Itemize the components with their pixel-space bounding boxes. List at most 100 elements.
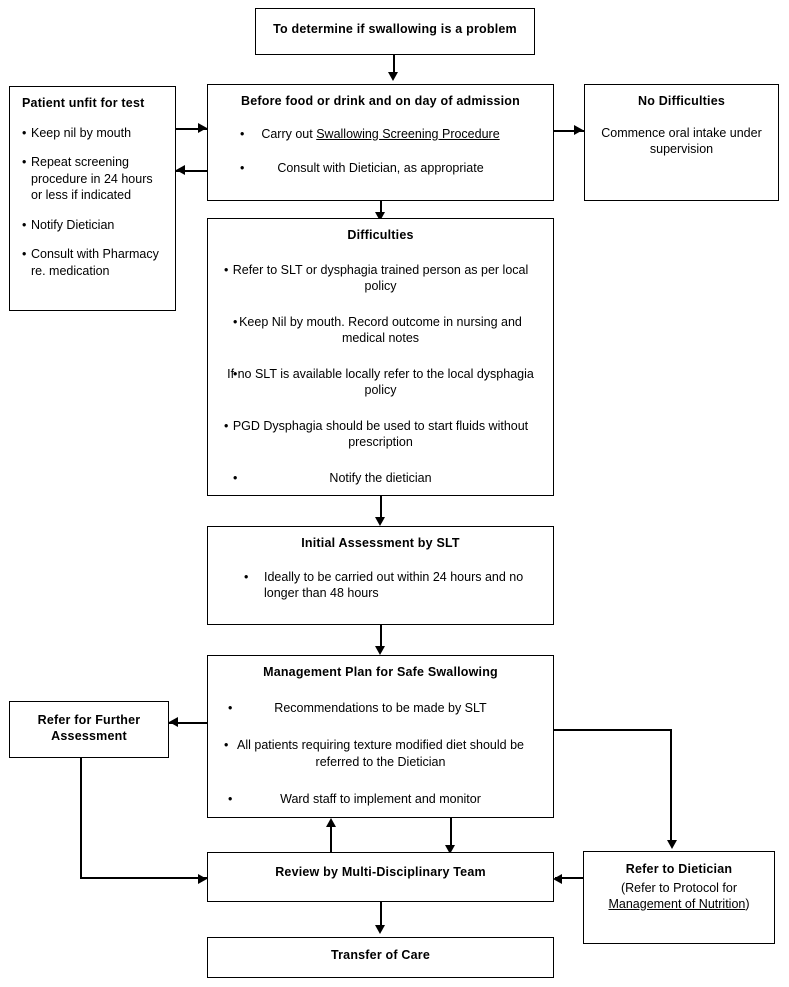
node-before-food-bullets: • Carry out Swallowing Screening Procedu…	[224, 126, 537, 177]
list-item-label: Refer to SLT or dysphagia trained person…	[232, 262, 529, 294]
list-item: • Refer to SLT or dysphagia trained pers…	[220, 262, 541, 295]
arrowhead-review-to-management-plan	[326, 818, 336, 827]
list-item-label: If no SLT is available locally refer to …	[227, 366, 534, 398]
node-initial-assessment-bullets: • Ideally to be carried out within 24 ho…	[236, 569, 525, 602]
node-difficulties-title: Difficulties	[347, 228, 414, 242]
arrowhead-difficulties-to-initial-assessment	[375, 517, 386, 526]
list-item-label: PGD Dysphagia should be used to start fl…	[232, 418, 529, 450]
arrowhead-before-food-to-no-difficulties	[574, 125, 583, 136]
node-patient-unfit-bullets: • Keep nil by mouth • Repeat screening p…	[22, 125, 163, 280]
connector-before-food-to-unfit	[176, 170, 208, 172]
list-item-label: Ward staff to implement and monitor	[280, 792, 481, 807]
bullet-icon: •	[224, 418, 229, 433]
node-before-food[interactable]: Before food or drink and on day of admis…	[207, 84, 554, 201]
bullet-icon: •	[240, 161, 245, 176]
node-refer-further-assessment-title: Refer for Further Assessment	[37, 713, 141, 743]
node-no-difficulties[interactable]: No Difficulties Commence oral intake und…	[584, 84, 779, 201]
node-transfer-of-care-title: Transfer of Care	[330, 948, 431, 962]
connector-refer-further-to-review-vertical	[80, 758, 82, 879]
bullet-icon: •	[233, 366, 238, 381]
node-difficulties-bullets: • Refer to SLT or dysphagia trained pers…	[220, 262, 541, 487]
node-refer-dietician[interactable]: Refer to Dietician (Refer to Protocol fo…	[583, 851, 775, 944]
node-refer-further-assessment[interactable]: Refer for Further Assessment	[9, 701, 169, 758]
node-difficulties[interactable]: Difficulties • Refer to SLT or dysphagia…	[207, 218, 554, 496]
list-item: • Notify the dietician	[220, 470, 541, 487]
list-item: • Carry out Swallowing Screening Procedu…	[224, 126, 537, 143]
arrowhead-before-food-to-unfit	[176, 165, 185, 176]
list-item-label: Consult with Pharmacy re. medication	[31, 247, 159, 278]
connector-refer-further-to-review-horizontal	[80, 877, 208, 879]
node-refer-dietician-link-row: Management of Nutrition)	[592, 896, 766, 912]
list-item-label: Repeat screening procedure in 24 hours o…	[31, 155, 153, 203]
node-management-plan[interactable]: Management Plan for Safe Swallowing • Re…	[207, 655, 554, 818]
node-patient-unfit[interactable]: Patient unfit for test • Keep nil by mou…	[9, 86, 176, 311]
arrowhead-before-food-to-difficulties	[375, 212, 386, 221]
connector-before-food-to-no-difficulties	[554, 130, 584, 132]
node-management-plan-title: Management Plan for Safe Swallowing	[263, 665, 498, 679]
bullet-icon: •	[244, 569, 249, 584]
list-item: • Ideally to be carried out within 24 ho…	[236, 569, 525, 602]
node-start[interactable]: To determine if swallowing is a problem	[255, 8, 535, 55]
list-item-label: Notify Dietician	[31, 217, 115, 232]
connector-unfit-to-before-food	[176, 128, 208, 130]
connector-before-food-to-difficulties	[380, 201, 382, 217]
node-review-mdt[interactable]: Review by Multi-Disciplinary Team	[207, 852, 554, 902]
node-patient-unfit-title: Patient unfit for test	[22, 96, 145, 110]
bullet-icon: •	[22, 125, 27, 140]
arrowhead-review-to-transfer-of-care	[375, 925, 386, 934]
bullet-icon: •	[240, 126, 245, 141]
connector-management-plan-to-refer-dietician-vertical	[670, 729, 672, 844]
bullet-icon: •	[224, 262, 229, 277]
connector-initial-assessment-to-management-plan	[380, 625, 382, 651]
list-item: • Keep nil by mouth	[22, 125, 163, 142]
list-item: • All patients requiring texture modifie…	[224, 737, 537, 770]
node-start-title: To determine if swallowing is a problem	[273, 22, 517, 36]
bullet-icon: •	[22, 217, 27, 232]
list-item: • Repeat screening procedure in 24 hours…	[22, 154, 163, 204]
bullet-icon: •	[228, 792, 233, 807]
list-item-label: Keep Nil by mouth. Record outcome in nur…	[239, 314, 522, 346]
arrowhead-refer-dietician-to-review	[553, 873, 562, 884]
arrowhead-unfit-to-before-food	[198, 123, 207, 134]
connector-management-plan-to-refer-further	[169, 722, 209, 724]
connector-refer-dietician-to-review	[555, 877, 583, 879]
arrowhead-management-plan-to-refer-further	[169, 717, 178, 728]
node-refer-dietician-title: Refer to Dietician	[625, 862, 733, 876]
node-before-food-title: Before food or drink and on day of admis…	[241, 94, 520, 108]
node-initial-assessment[interactable]: Initial Assessment by SLT • Ideally to b…	[207, 526, 554, 625]
node-refer-dietician-line2: (Refer to Protocol for	[620, 880, 737, 895]
arrowhead-refer-further-to-review	[198, 873, 207, 884]
link-management-of-nutrition[interactable]: Management of Nutrition	[608, 896, 746, 911]
node-transfer-of-care[interactable]: Transfer of Care	[207, 937, 554, 978]
bullet-icon: •	[224, 738, 229, 753]
list-item-label: Ideally to be carried out within 24 hour…	[264, 569, 524, 601]
list-item: • If no SLT is available locally refer t…	[220, 366, 541, 399]
link-swallowing-screening-procedure[interactable]: Swallowing Screening Procedure	[316, 126, 500, 141]
node-no-difficulties-title: No Difficulties	[637, 94, 726, 108]
list-item: • Consult with Pharmacy re. medication	[22, 246, 163, 279]
list-item-label: Recommendations to be made by SLT	[274, 700, 487, 715]
node-refer-dietician-paren-close: )	[745, 896, 750, 911]
list-item-label: All patients requiring texture modified …	[237, 738, 524, 769]
list-item-label: Notify the dietician	[329, 470, 432, 485]
connector-review-to-management-plan	[330, 823, 332, 855]
arrowhead-management-plan-to-refer-dietician	[667, 840, 677, 849]
list-item: • Consult with Dietician, as appropriate	[224, 160, 537, 177]
list-item: • Keep Nil by mouth. Record outcome in n…	[220, 314, 541, 347]
node-review-mdt-title: Review by Multi-Disciplinary Team	[275, 865, 486, 879]
connector-management-plan-to-refer-dietician-horizontal	[554, 729, 672, 731]
list-item-label: Carry out	[261, 126, 317, 141]
bullet-icon: •	[22, 155, 27, 170]
connector-start-to-before-food	[393, 55, 395, 77]
list-item-label: Consult with Dietician, as appropriate	[277, 161, 484, 176]
arrowhead-start-to-before-food	[388, 72, 399, 81]
list-item: • Recommendations to be made by SLT	[224, 700, 537, 717]
connector-review-to-transfer-of-care	[380, 902, 382, 930]
arrowhead-initial-assessment-to-management-plan	[375, 646, 386, 655]
bullet-icon: •	[233, 470, 238, 485]
bullet-icon: •	[233, 314, 238, 329]
connector-difficulties-to-initial-assessment	[380, 496, 382, 522]
arrowhead-management-plan-to-review	[445, 845, 456, 854]
node-management-plan-bullets: • Recommendations to be made by SLT • Al…	[224, 700, 537, 808]
list-item-label: Keep nil by mouth	[31, 125, 132, 140]
